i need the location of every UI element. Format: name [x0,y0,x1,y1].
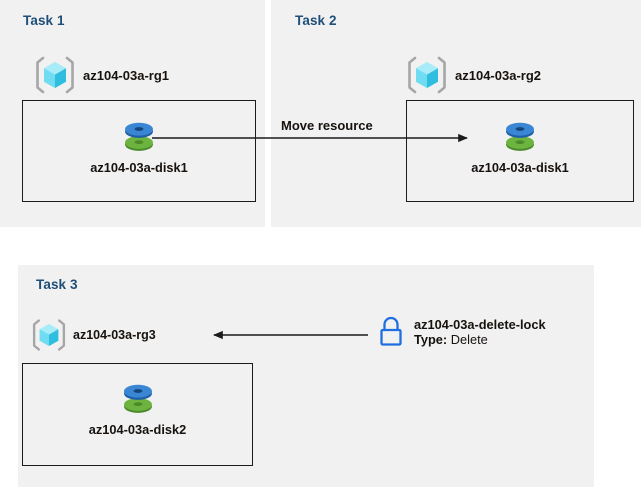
management-lock-node: az104-03a-delete-lock Type: Delete [376,315,546,349]
managed-disk-icon [23,377,252,419]
lock-type-label: Type: [414,332,448,347]
disk-label: az104-03a-disk1 [471,160,569,175]
disk-label: az104-03a-disk1 [90,160,188,175]
lock-text-block: az104-03a-delete-lock Type: Delete [414,317,546,347]
resource-group-icon [405,55,449,95]
task-title-3: Task 3 [36,277,78,292]
resource-group-label: az104-03a-rg1 [83,67,169,83]
lock-name: az104-03a-delete-lock [414,317,546,332]
resource-box-task2: az104-03a-disk1 [406,100,634,202]
resource-box-task1: az104-03a-disk1 [22,100,256,202]
resource-group-label: az104-03a-rg2 [455,67,541,83]
resource-group-node-3: az104-03a-rg3 [30,318,156,352]
resource-group-icon [30,318,68,352]
managed-disk-icon [23,115,255,157]
resource-group-label: az104-03a-rg3 [73,328,156,342]
disk-node-1: az104-03a-disk1 [23,115,255,175]
connector-label-move-resource: Move resource [281,118,373,133]
lock-type-value: Delete [450,332,488,347]
resource-box-task3: az104-03a-disk2 [22,363,253,466]
task-title-2: Task 2 [295,13,337,28]
resource-group-icon [33,55,77,95]
disk-node-2: az104-03a-disk1 [407,115,633,175]
disk-label: az104-03a-disk2 [88,422,187,437]
disk-node-3: az104-03a-disk2 [23,377,252,437]
resource-group-node-1: az104-03a-rg1 [33,55,169,95]
resource-group-node-2: az104-03a-rg2 [405,55,541,95]
lock-icon [376,315,406,349]
lock-type: Type: Delete [414,332,546,347]
task-title-1: Task 1 [23,13,65,28]
managed-disk-icon [407,115,633,157]
